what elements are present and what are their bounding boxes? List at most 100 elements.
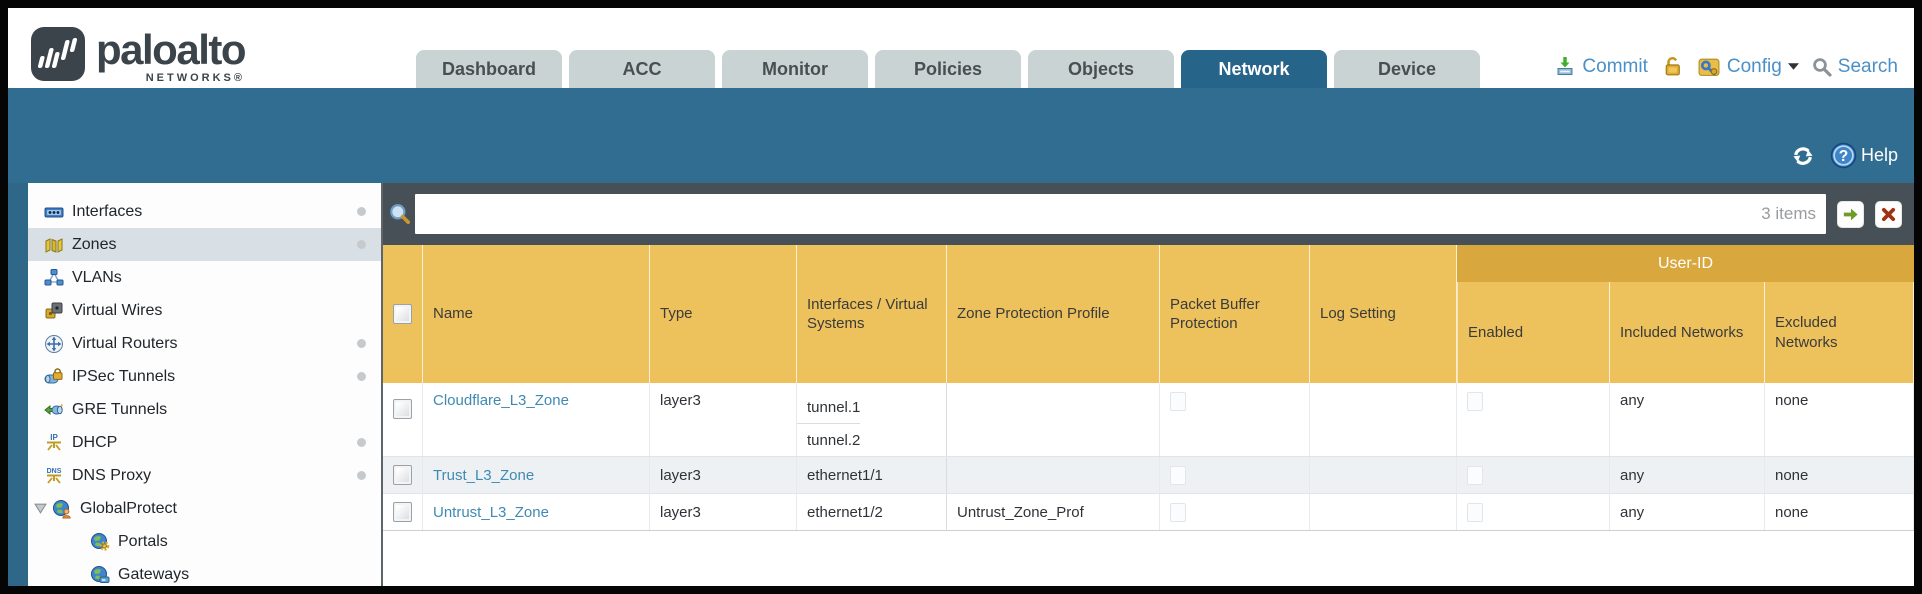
filter-search-icon[interactable] [388, 202, 412, 226]
user-id-group: User-ID Enabled Included Networks Exclud… [1457, 245, 1914, 383]
sidebar-item-gateways[interactable]: Gateways [28, 558, 381, 586]
excluded-networks: none [1765, 494, 1914, 530]
col-header-enabled[interactable]: Enabled [1457, 282, 1610, 383]
tab-policies[interactable]: Policies [875, 50, 1021, 88]
vlans-icon [44, 268, 64, 285]
sidebar-item-dhcp[interactable]: IP DHCP [28, 426, 381, 459]
search-button[interactable]: Search [1812, 56, 1898, 78]
zone-name-link[interactable]: Cloudflare_L3_Zone [433, 392, 569, 409]
clear-filter-button[interactable] [1875, 200, 1902, 228]
network-sidebar: Interfaces Zones VLANs [28, 183, 381, 586]
filter-field: 3 items [415, 194, 1826, 234]
excluded-networks: none [1765, 457, 1914, 493]
sidebar-item-globalprotect[interactable]: GlobalProtect [28, 492, 381, 525]
zone-type: layer3 [650, 457, 797, 493]
zone-interfaces: tunnel.1 tunnel.2 [797, 383, 947, 456]
virtual-wires-icon [45, 302, 63, 318]
sidebar-item-virtual-routers[interactable]: Virtual Routers [28, 327, 381, 360]
sidebar-item-portals[interactable]: Portals [28, 525, 381, 558]
included-networks: any [1610, 383, 1765, 456]
zone-interfaces: ethernet1/2 [797, 494, 947, 530]
zones-content: 3 items Name Type [381, 183, 1914, 586]
portals-icon [91, 532, 110, 551]
red-x-icon [1881, 207, 1896, 221]
table-row: Untrust_L3_Zone layer3 ethernet1/2 Untru… [383, 494, 1914, 531]
tab-objects[interactable]: Objects [1028, 50, 1174, 88]
included-networks: any [1610, 457, 1765, 493]
svg-text:DNS: DNS [47, 468, 62, 475]
sidebar-item-dns-proxy[interactable]: DNS DNS Proxy [28, 459, 381, 492]
main-tabs: Dashboard ACC Monitor Policies Objects N… [416, 50, 1487, 88]
refresh-icon[interactable] [1790, 143, 1816, 169]
config-button[interactable]: Config [1697, 55, 1799, 78]
log-setting [1310, 383, 1457, 456]
included-networks: any [1610, 494, 1765, 530]
header-band: ? Help [8, 88, 1914, 183]
brand-wordmark: paloalto [96, 26, 247, 73]
sidebar-item-gre-tunnels[interactable]: GRE Tunnels [28, 393, 381, 426]
commit-button[interactable]: Commit [1554, 56, 1648, 78]
interface-item: ethernet1/1 [807, 466, 883, 484]
sidebar-item-vlans[interactable]: VLANs [28, 261, 381, 294]
excluded-networks: none [1765, 383, 1914, 456]
interface-item: tunnel.1 [797, 392, 861, 425]
tab-network[interactable]: Network [1181, 50, 1327, 88]
packet-buffer-checkbox[interactable] [1170, 502, 1186, 522]
zone-protection-profile: Untrust_Zone_Prof [947, 494, 1160, 530]
col-header-excluded-networks[interactable]: Excluded Networks [1765, 282, 1914, 383]
search-icon [1812, 57, 1832, 77]
zone-protection-profile [947, 457, 1160, 493]
sidebar-item-virtual-wires[interactable]: Virtual Wires [28, 294, 381, 327]
col-header-packet-buffer-protection[interactable]: Packet Buffer Protection [1160, 245, 1310, 383]
zone-type: layer3 [650, 494, 797, 530]
enabled-checkbox[interactable] [1467, 502, 1483, 522]
log-setting [1310, 494, 1457, 530]
zones-table-header: Name Type Interfaces / Virtual Systems Z… [383, 245, 1914, 383]
tab-dashboard[interactable]: Dashboard [416, 50, 562, 88]
brand-sub: NETWORKS® [145, 72, 246, 84]
zone-name-link[interactable]: Trust_L3_Zone [433, 466, 535, 484]
lock-icon[interactable] [1661, 55, 1684, 78]
select-all-checkbox[interactable] [393, 304, 412, 324]
col-header-log-setting[interactable]: Log Setting [1310, 245, 1457, 383]
tab-monitor[interactable]: Monitor [722, 50, 868, 88]
log-setting [1310, 457, 1457, 493]
row-checkbox[interactable] [393, 502, 412, 522]
help-button[interactable]: ? Help [1830, 142, 1898, 169]
packet-buffer-checkbox[interactable] [1170, 392, 1186, 411]
row-checkbox[interactable] [393, 399, 412, 419]
zone-type: layer3 [650, 383, 797, 456]
left-gutter [8, 183, 28, 586]
apply-filter-button[interactable] [1837, 200, 1864, 228]
filter-input[interactable] [415, 194, 1762, 234]
paloalto-logo-icon [31, 27, 85, 81]
top-actions: Commit Config [1554, 55, 1898, 78]
enabled-checkbox[interactable] [1467, 392, 1483, 411]
sidebar-item-ipsec-tunnels[interactable]: IPSec Tunnels [28, 360, 381, 393]
col-header-name[interactable]: Name [423, 245, 650, 383]
zone-interfaces: ethernet1/1 [797, 457, 947, 493]
zone-name-link[interactable]: Untrust_L3_Zone [433, 503, 549, 521]
col-header-zone-protection-profile[interactable]: Zone Protection Profile [947, 245, 1160, 383]
dhcp-icon: IP [47, 433, 61, 451]
sidebar-item-interfaces[interactable]: Interfaces [28, 195, 381, 228]
table-row: Trust_L3_Zone layer3 ethernet1/1 any non… [383, 457, 1914, 494]
ipsec-tunnels-icon [44, 367, 63, 383]
col-header-type[interactable]: Type [650, 245, 797, 383]
help-icon: ? [1830, 142, 1857, 169]
svg-text:IP: IP [50, 433, 58, 442]
col-header-included-networks[interactable]: Included Networks [1610, 282, 1765, 383]
sidebar-item-zones[interactable]: Zones [28, 228, 381, 261]
expand-triangle-icon[interactable] [34, 503, 47, 514]
tab-acc[interactable]: ACC [569, 50, 715, 88]
green-arrow-icon [1843, 208, 1858, 220]
interface-item: tunnel.2 [807, 431, 861, 449]
select-all-cell [383, 245, 423, 383]
row-checkbox[interactable] [393, 465, 412, 485]
tab-device[interactable]: Device [1334, 50, 1480, 88]
packet-buffer-checkbox[interactable] [1170, 465, 1186, 485]
gateways-icon [91, 565, 110, 583]
col-header-interfaces[interactable]: Interfaces / Virtual Systems [797, 245, 947, 383]
enabled-checkbox[interactable] [1467, 465, 1483, 485]
